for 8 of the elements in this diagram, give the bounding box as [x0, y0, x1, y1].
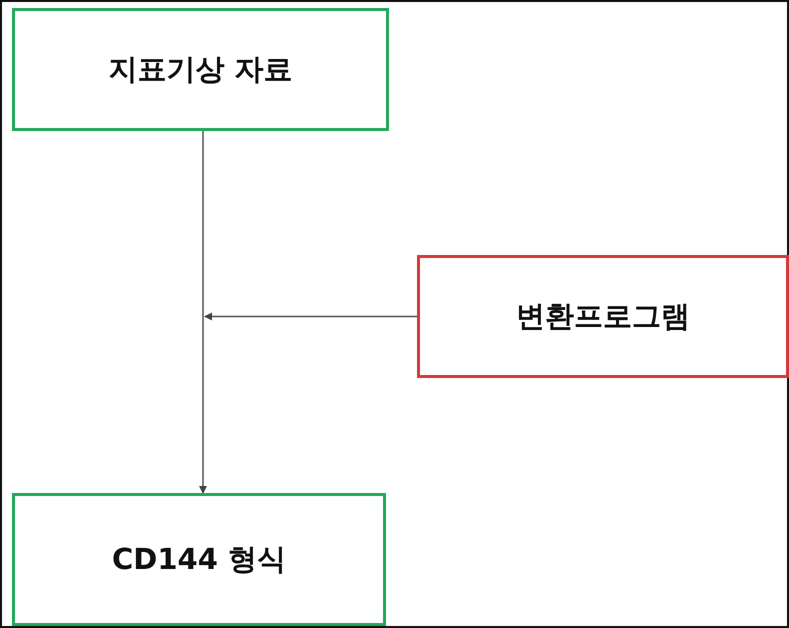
- box-label: 지표기상 자료: [108, 50, 293, 88]
- process-box: [417, 255, 789, 378]
- box-label: CD144 형식: [112, 540, 286, 578]
- process-box: [12, 493, 386, 626]
- arrow: [204, 312, 417, 320]
- arrow: [199, 131, 207, 494]
- box-label: 변환프로그램: [516, 298, 690, 334]
- process-box: [12, 8, 389, 131]
